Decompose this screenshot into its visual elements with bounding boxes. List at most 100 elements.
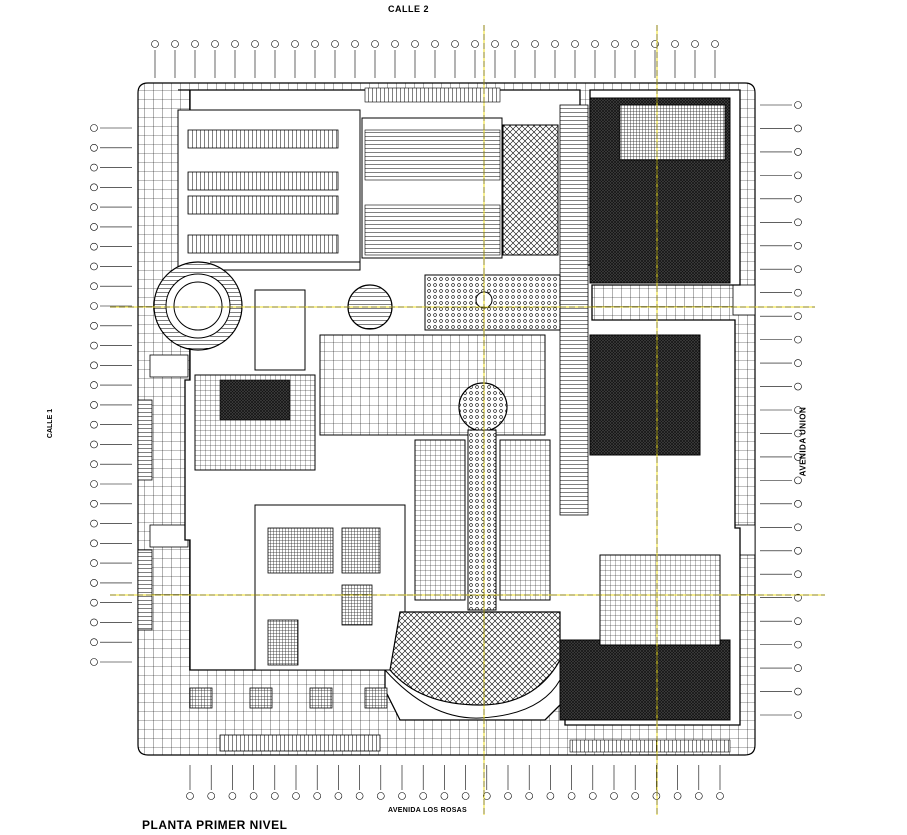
sheet-title: PLANTA PRIMER NIVEL — [142, 818, 288, 832]
grid-bubble — [794, 476, 802, 485]
grid-bubble — [673, 792, 682, 800]
grid-bubble — [90, 618, 98, 627]
retail-lower-left-a — [267, 527, 334, 574]
grid-bubble — [334, 792, 343, 800]
grid-bubble — [231, 40, 239, 48]
service-block — [502, 124, 559, 256]
street-label-left: CALLE 1 — [47, 408, 55, 439]
grid-bubble — [90, 638, 98, 647]
shops-east — [499, 439, 551, 601]
grid-bubble — [794, 335, 802, 344]
grid-bubble — [471, 40, 479, 48]
retail-lower-left-c — [341, 584, 373, 626]
retail-block-inner — [619, 104, 726, 161]
shops-west — [414, 439, 466, 601]
retail-lower-right — [559, 639, 731, 721]
grid-bubble — [611, 40, 619, 48]
grid-bubble — [482, 792, 491, 800]
retail-lower-left-b — [341, 527, 381, 574]
grid-bubble — [694, 792, 703, 800]
grid-bubble — [591, 40, 599, 48]
grid-bubble — [794, 687, 802, 696]
retail-right-lower — [599, 554, 721, 646]
grid-bubble — [90, 341, 98, 350]
retail-lower-left-d — [267, 619, 299, 666]
grid-bubble — [391, 40, 399, 48]
grid-bubble — [311, 40, 319, 48]
street-label-bottom: AVENIDA LOS ROSAS — [388, 807, 467, 814]
retail-right-middle — [589, 334, 701, 456]
grid-bubble — [90, 183, 98, 192]
grid-bubble — [90, 223, 98, 231]
grid-bubble — [588, 792, 597, 800]
grid-bubble — [90, 262, 98, 271]
right-notch-1 — [732, 284, 756, 316]
grid-bubble — [90, 598, 98, 607]
grid-bubble — [151, 40, 159, 48]
left-planter-strip-2 — [137, 549, 153, 631]
grid-bubble — [207, 792, 215, 800]
grid-bubble — [249, 792, 258, 800]
grid-bubble — [794, 593, 802, 602]
grid-bubble — [794, 241, 802, 250]
entrance-plaza — [389, 611, 561, 706]
grid-bubble — [571, 40, 579, 48]
ramp-inner — [173, 281, 223, 331]
grid-bubble — [794, 359, 802, 367]
grid-bubble — [186, 792, 194, 800]
grid-bubble — [398, 792, 406, 800]
grid-bubble — [90, 559, 98, 567]
grid-reference-bubbles — [90, 40, 802, 800]
grid-bubble — [525, 792, 534, 800]
parking-row-1 — [187, 129, 339, 149]
street-label-right: AVENIDA UNION — [798, 406, 808, 477]
grid-bubble — [491, 40, 499, 48]
cinema-seating-2 — [364, 204, 501, 256]
grid-bubble — [794, 288, 802, 297]
grid-bubble — [292, 792, 300, 800]
grid-bubble — [90, 499, 98, 508]
grid-bubble — [90, 460, 98, 469]
grid-bubble — [671, 40, 679, 48]
stair-strip — [559, 104, 589, 516]
grid-bubble — [171, 40, 179, 48]
grid-bubble — [551, 40, 559, 48]
grid-bubble — [90, 480, 98, 488]
planter-4 — [364, 687, 388, 709]
grid-bubble — [567, 792, 576, 800]
planter-1 — [189, 687, 213, 709]
central-walkway — [467, 429, 497, 611]
grid-bubble — [794, 570, 802, 579]
grid-bubble — [431, 40, 439, 48]
grid-bubble — [90, 361, 98, 370]
grid-bubble — [631, 40, 639, 48]
central-fountain — [458, 382, 508, 432]
grid-bubble — [313, 792, 322, 800]
grid-bubble — [794, 500, 802, 508]
grid-bubble — [90, 519, 98, 528]
grid-bubble — [376, 792, 385, 800]
grid-bubble — [90, 282, 98, 291]
grid-bubble — [371, 40, 379, 48]
grid-bubble — [794, 312, 802, 320]
parking-row-3 — [187, 195, 339, 215]
grid-bubble — [794, 546, 802, 555]
grid-bubble — [191, 40, 199, 48]
grid-bubble — [90, 203, 98, 211]
grid-bubble — [794, 523, 802, 532]
grid-bubble — [716, 792, 724, 800]
grid-bubble — [794, 453, 802, 461]
grid-bubble — [90, 401, 98, 409]
cinema-screen-row — [364, 87, 501, 103]
grid-bubble — [251, 40, 259, 48]
grid-bubble — [794, 617, 802, 625]
grid-bubble — [90, 124, 98, 132]
cinema-seating-1 — [364, 129, 501, 181]
grid-bubble — [440, 792, 449, 800]
grid-bubble — [90, 163, 98, 172]
structural-grid-lines — [100, 50, 792, 790]
grid-bubble — [794, 124, 802, 133]
food-court-seating — [219, 379, 291, 421]
grid-bubble — [90, 420, 98, 429]
garden-courtyard — [424, 274, 561, 331]
